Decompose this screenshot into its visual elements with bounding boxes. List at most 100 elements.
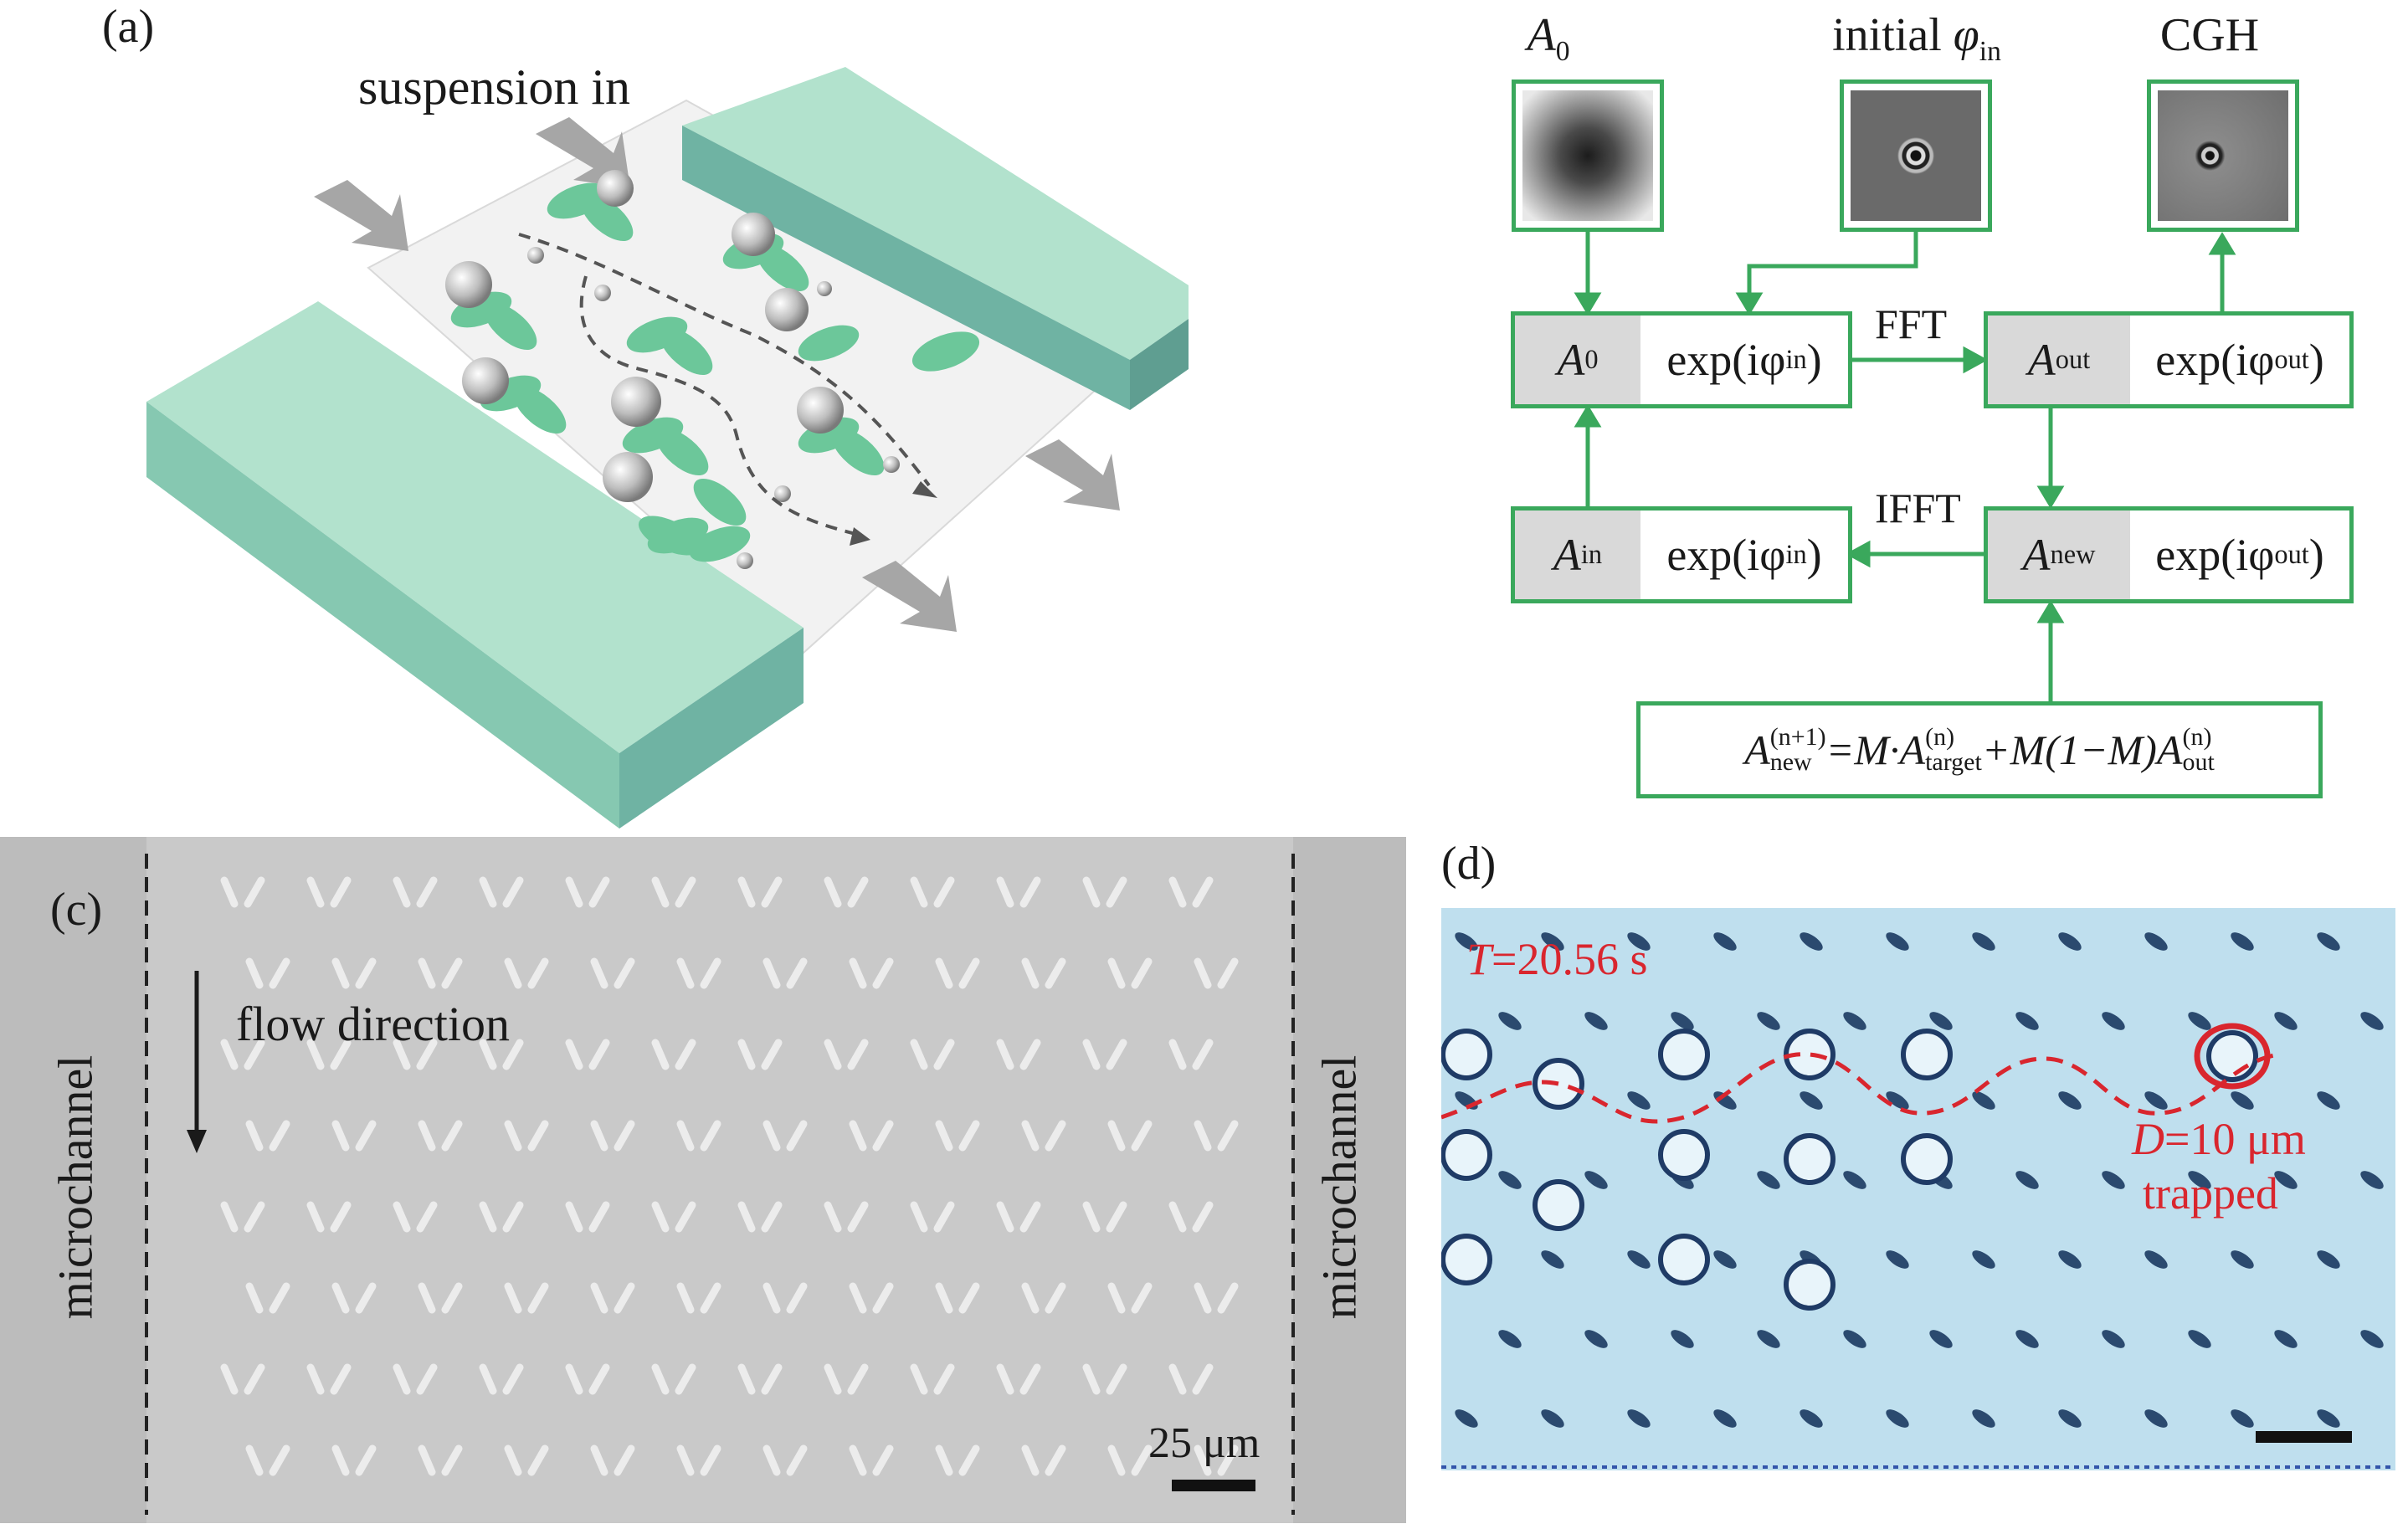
v-pillar [393,1039,438,1070]
v-pillar [824,876,869,908]
v-pillar [565,1363,610,1395]
v-pillar [737,1363,783,1395]
trap-pillar [1498,1330,1522,1348]
v-pillar [245,1282,290,1314]
v-pillar [590,957,635,989]
trap-pillar [1627,1091,1651,1110]
flow-path-2 [579,275,863,537]
outflow-arrow-1 [1025,439,1120,511]
trap-pillar [2058,932,2082,951]
v-pillar [1021,1120,1066,1152]
v-pillar [418,1282,463,1314]
trap-pillar [1584,1330,1608,1348]
trap-pillar [2144,932,2168,951]
trap-pillar [2231,1091,2254,1110]
v-pillar [935,1444,980,1476]
v-pillar [331,1444,377,1476]
v-pillar [565,1201,610,1233]
v-pillar [935,1282,980,1314]
trap-pillar [2360,1012,2384,1030]
trap-pillar [2015,1012,2039,1030]
trap-pillar [1843,1171,1866,1189]
trap-pillar [1584,1171,1608,1189]
trapped-bead [1441,1129,1492,1181]
flow-direction-text: flow direction [236,997,510,1051]
left-microchannel-text: microchannel [48,1054,103,1320]
v-pillar [849,957,894,989]
trap-pillar [2058,1250,2082,1269]
panel-c-label: (c) [50,884,103,936]
time-label: T=20.56 s [1466,934,1648,984]
v-pillar [245,1120,290,1152]
trap-pillar [2058,1409,2082,1428]
caption-a0: A0 [1527,9,1570,68]
v-pillar [418,1120,463,1152]
trap-pillar [1972,1250,1995,1269]
v-pillar [824,1039,869,1070]
v-pillar [245,957,290,989]
v-pillar [1194,1282,1239,1314]
outflow-arrow-2 [862,561,957,632]
upper-wall-end [1130,319,1189,410]
trapped-bead [1533,1058,1584,1110]
v-pillar [935,957,980,989]
trapped-bead [1658,1129,1710,1181]
trap-pillar [1498,1171,1522,1189]
trap-pillar [2144,1409,2168,1428]
trap-pillar [1800,1409,1823,1428]
v-pillar [479,876,524,908]
v-pillar [590,1120,635,1152]
v-pillar [676,1120,721,1152]
trap-pillar [2231,1250,2254,1269]
trap-pillar [1929,1330,1953,1348]
trapped-bead [1441,1234,1492,1285]
trap-pillar [2102,1171,2125,1189]
v-pillar [737,1039,783,1070]
v-pillar [504,957,549,989]
flowchart-connectors [1574,232,2236,701]
trap-pillar [1972,932,1995,951]
v-pillar [910,1039,955,1070]
panel-b: A0 initial φin CGH [1465,0,2408,820]
v-pillar [996,1039,1041,1070]
diameter-label: D=10 μm [2132,1114,2306,1164]
trap-pillar [2188,1171,2211,1189]
v-pillar [762,1444,808,1476]
v-pillar [220,1363,265,1395]
v-pillar [849,1120,894,1152]
trap-pillar [1757,1012,1780,1030]
panel-d-label: (d) [1441,838,1497,890]
trap-pillar [1671,1330,1694,1348]
inflow-arrow-2 [536,117,630,188]
v-pillar [1107,1120,1153,1152]
caption-cgh: CGH [2159,9,2260,61]
v-pillar [1082,1363,1127,1395]
scale-bar-d [2256,1431,2352,1443]
v-pillar [910,1201,955,1233]
v-pillar [651,876,696,908]
trap-pillar [2015,1330,2039,1348]
v-pillar [651,1201,696,1233]
trap-pillar [1886,1409,1909,1428]
v-pillar [996,1363,1041,1395]
trap-pillar [2188,1330,2211,1348]
trapped-bead [1784,1133,1836,1185]
v-pillar [1082,1201,1127,1233]
v-pillar [1082,876,1127,908]
v-pillar [1194,1120,1239,1152]
trap-pillar [1455,1409,1478,1428]
right-microchannel-text: microchannel [1312,1054,1367,1320]
trapped-bead [1533,1179,1584,1231]
trapped-bead [2206,1030,2258,1082]
initial-phase-thumbnail [1840,80,1992,232]
trap-pillar [2274,1330,2298,1348]
pillars [450,182,980,562]
v-pillar [676,1444,721,1476]
trapped-bead-marker [2194,1023,2271,1090]
v-pillar [504,1444,549,1476]
v-pillar [1168,1039,1214,1070]
v-pillar [220,1201,265,1233]
v-pillar [1194,957,1239,989]
v-pillar [565,1039,610,1070]
v-pillar [824,1363,869,1395]
